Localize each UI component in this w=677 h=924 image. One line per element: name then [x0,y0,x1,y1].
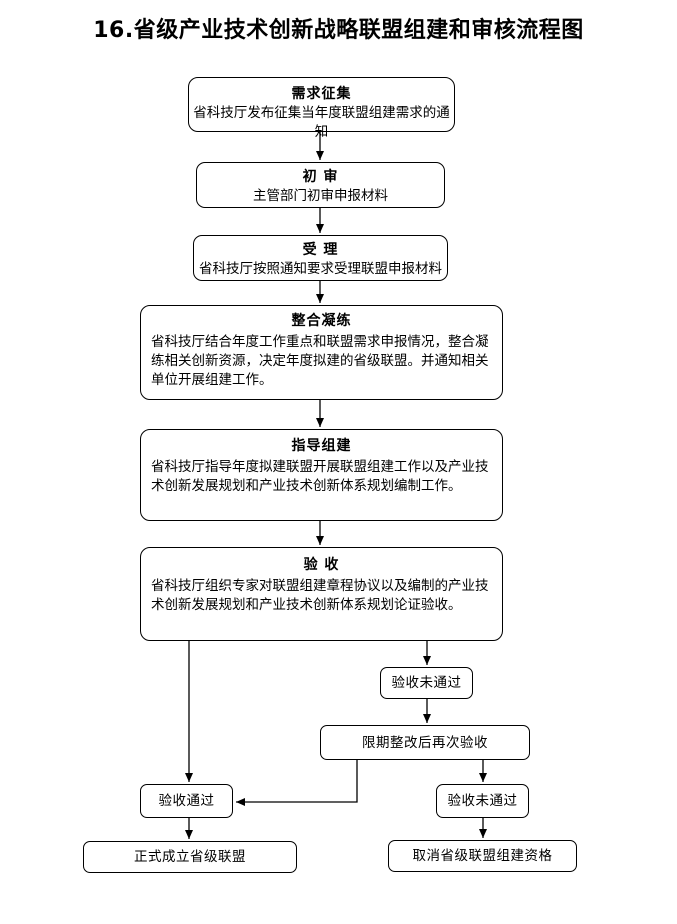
flow-node-acceptance: 受 理 省科技厅按照通知要求受理联盟申报材料 [193,235,448,281]
node-label: 验收未通过 [391,675,462,691]
node-label: 正式成立省级联盟 [134,849,246,865]
node-title: 需求征集 [291,86,352,102]
node-body: 省科技厅结合年度工作重点和联盟需求申报情况，整合凝练相关创新资源，决定年度拟建的… [151,334,489,388]
node-label: 取消省级联盟组建资格 [412,848,553,864]
node-label: 验收未通过 [447,793,518,809]
node-title: 受 理 [302,242,339,258]
flow-node-inspection-failed-1: 验收未通过 [380,667,473,699]
flow-node-inspection: 验 收 省科技厅组织专家对联盟组建章程协议以及编制的产业技术创新发展规划和产业技… [140,547,503,641]
connector-rectify-to-pass [236,760,358,806]
node-label: 限期整改后再次验收 [362,734,488,751]
page-title: 16.省级产业技术创新战略联盟组建和审核流程图 [93,18,584,43]
node-body: 省科技厅组织专家对联盟组建章程协议以及编制的产业技术创新发展规划和产业技术创新体… [151,578,489,613]
flow-node-initial-review: 初 审 主管部门初审申报材料 [196,162,445,208]
node-title: 整合凝练 [291,313,352,329]
node-body: 省科技厅指导年度拟建联盟开展联盟组建工作以及产业技术创新发展规划和产业技术创新体… [151,459,489,494]
flow-node-establish-alliance: 正式成立省级联盟 [83,841,297,873]
flow-node-cancel-qualification: 取消省级联盟组建资格 [388,840,577,872]
flow-node-inspection-failed-2: 验收未通过 [436,784,529,818]
node-body: 省科技厅发布征集当年度联盟组建需求的通知 [193,105,450,140]
flow-node-rectify-reinspect: 限期整改后再次验收 [320,725,530,760]
node-label: 验收通过 [158,793,215,809]
node-title: 验 收 [303,557,340,573]
node-body: 主管部门初审申报材料 [253,188,388,204]
flow-node-guided-formation: 指导组建 省科技厅指导年度拟建联盟开展联盟组建工作以及产业技术创新发展规划和产业… [140,429,503,521]
node-body: 省科技厅按照通知要求受理联盟申报材料 [199,261,442,277]
node-title: 初 审 [302,169,339,185]
node-title: 指导组建 [291,438,352,454]
flow-node-integration: 整合凝练 省科技厅结合年度工作重点和联盟需求申报情况，整合凝练相关创新资源，决定… [140,305,503,400]
flow-node-inspection-passed: 验收通过 [140,784,233,818]
flow-node-demand-collection: 需求征集 省科技厅发布征集当年度联盟组建需求的通知 [188,77,455,140]
